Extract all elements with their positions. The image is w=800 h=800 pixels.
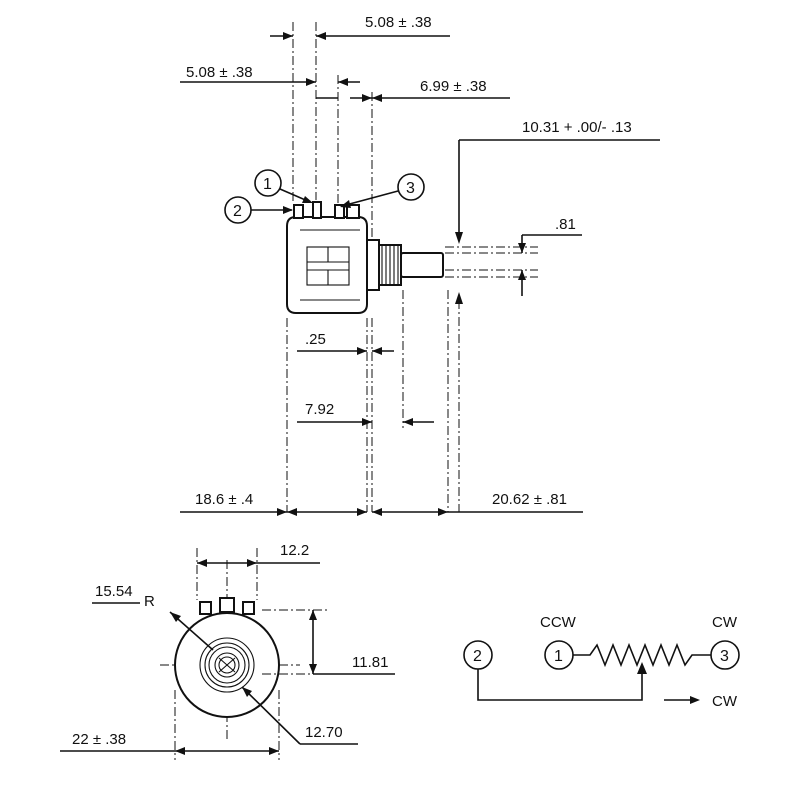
dim-label: .25	[305, 331, 326, 348]
wiper-arrow	[637, 662, 647, 674]
callout-pin-3: 3	[340, 173, 425, 208]
callout-number: 3	[406, 180, 415, 197]
dim-body-depth: 18.6 ± .4	[180, 491, 367, 516]
dim-label: 6.99 ± .38	[420, 78, 487, 95]
resistor-zigzag	[573, 642, 711, 668]
dim-radius: 15.54 R	[92, 583, 214, 651]
schematic-terminal-number: 1	[554, 648, 563, 665]
dim-label: 5.08 ± .38	[186, 64, 253, 81]
side-view	[286, 201, 444, 314]
schematic-terminal-number: 3	[720, 648, 729, 665]
rotation-label: CW	[712, 693, 738, 710]
front-terminal	[242, 601, 255, 615]
dim-bushing-len: .25	[297, 331, 394, 355]
terminal-tab	[346, 204, 360, 219]
dim-height: 11.81	[262, 609, 395, 675]
dim-label: 12.70	[305, 724, 343, 741]
shaft-ring	[214, 652, 240, 678]
callout-pin-2: 2	[224, 196, 293, 224]
rotation-arrow-head	[690, 696, 700, 704]
bushing-ring	[204, 642, 250, 688]
terminal-3	[334, 204, 345, 219]
callout-pin-1: 1	[254, 169, 313, 203]
dim-label-suffix: R	[144, 593, 155, 610]
extension-lines	[286, 22, 538, 512]
dim-label: 22 ± .38	[72, 731, 126, 748]
shaft	[400, 252, 444, 278]
dim-label: 18.6 ± .4	[195, 491, 253, 508]
bushing	[366, 239, 380, 291]
bushing-ring	[199, 637, 255, 693]
dim-overall-len: 20.62 ± .81	[372, 491, 583, 516]
dim-bushing-len2: 7.92	[297, 401, 434, 426]
dim-flat-width: .81	[518, 216, 582, 296]
dim-label: 10.31 + .00/- .13	[522, 119, 632, 136]
terminal-2	[293, 204, 304, 219]
dim-label: 20.62 ± .81	[492, 491, 567, 508]
dim-label: 15.54	[95, 583, 133, 600]
dim-label: 7.92	[305, 401, 334, 418]
dim-shaft-offset: 6.99 ± .38	[350, 78, 510, 102]
dim-pin-spacing-top: 5.08 ± .38	[270, 14, 450, 40]
dim-label: 11.81	[352, 654, 388, 671]
dim-bushing-dia: 12.70	[241, 686, 358, 745]
dim-pin-spacing-second: 5.08 ± .38	[180, 64, 360, 99]
schematic-terminal-number: 2	[473, 648, 482, 665]
side-body-outline	[286, 216, 368, 314]
dim-shaft-diameter: 10.31 + .00/- .13	[455, 119, 660, 304]
shaft-ring	[218, 656, 236, 674]
shaft-flat	[218, 657, 236, 673]
dim-label: 5.08 ± .38	[365, 14, 432, 31]
front-terminal	[199, 601, 212, 615]
thread-lines	[381, 245, 399, 285]
dim-body-dia: 22 ± .38	[60, 690, 280, 760]
front-terminal	[219, 597, 235, 613]
dim-label: 12.2	[280, 542, 309, 559]
callout-number: 2	[233, 203, 242, 220]
schematic: 2 1 3 CCW CW CW	[463, 614, 740, 710]
ccw-label: CCW	[540, 614, 577, 631]
dim-label: .81	[555, 216, 576, 233]
wiper-line	[477, 669, 643, 701]
bushing-ring	[208, 646, 246, 684]
callout-number: 1	[263, 176, 272, 193]
terminal-1	[312, 201, 322, 219]
cw-label: CW	[712, 614, 738, 631]
dim-width-top: 12.2	[196, 542, 320, 600]
